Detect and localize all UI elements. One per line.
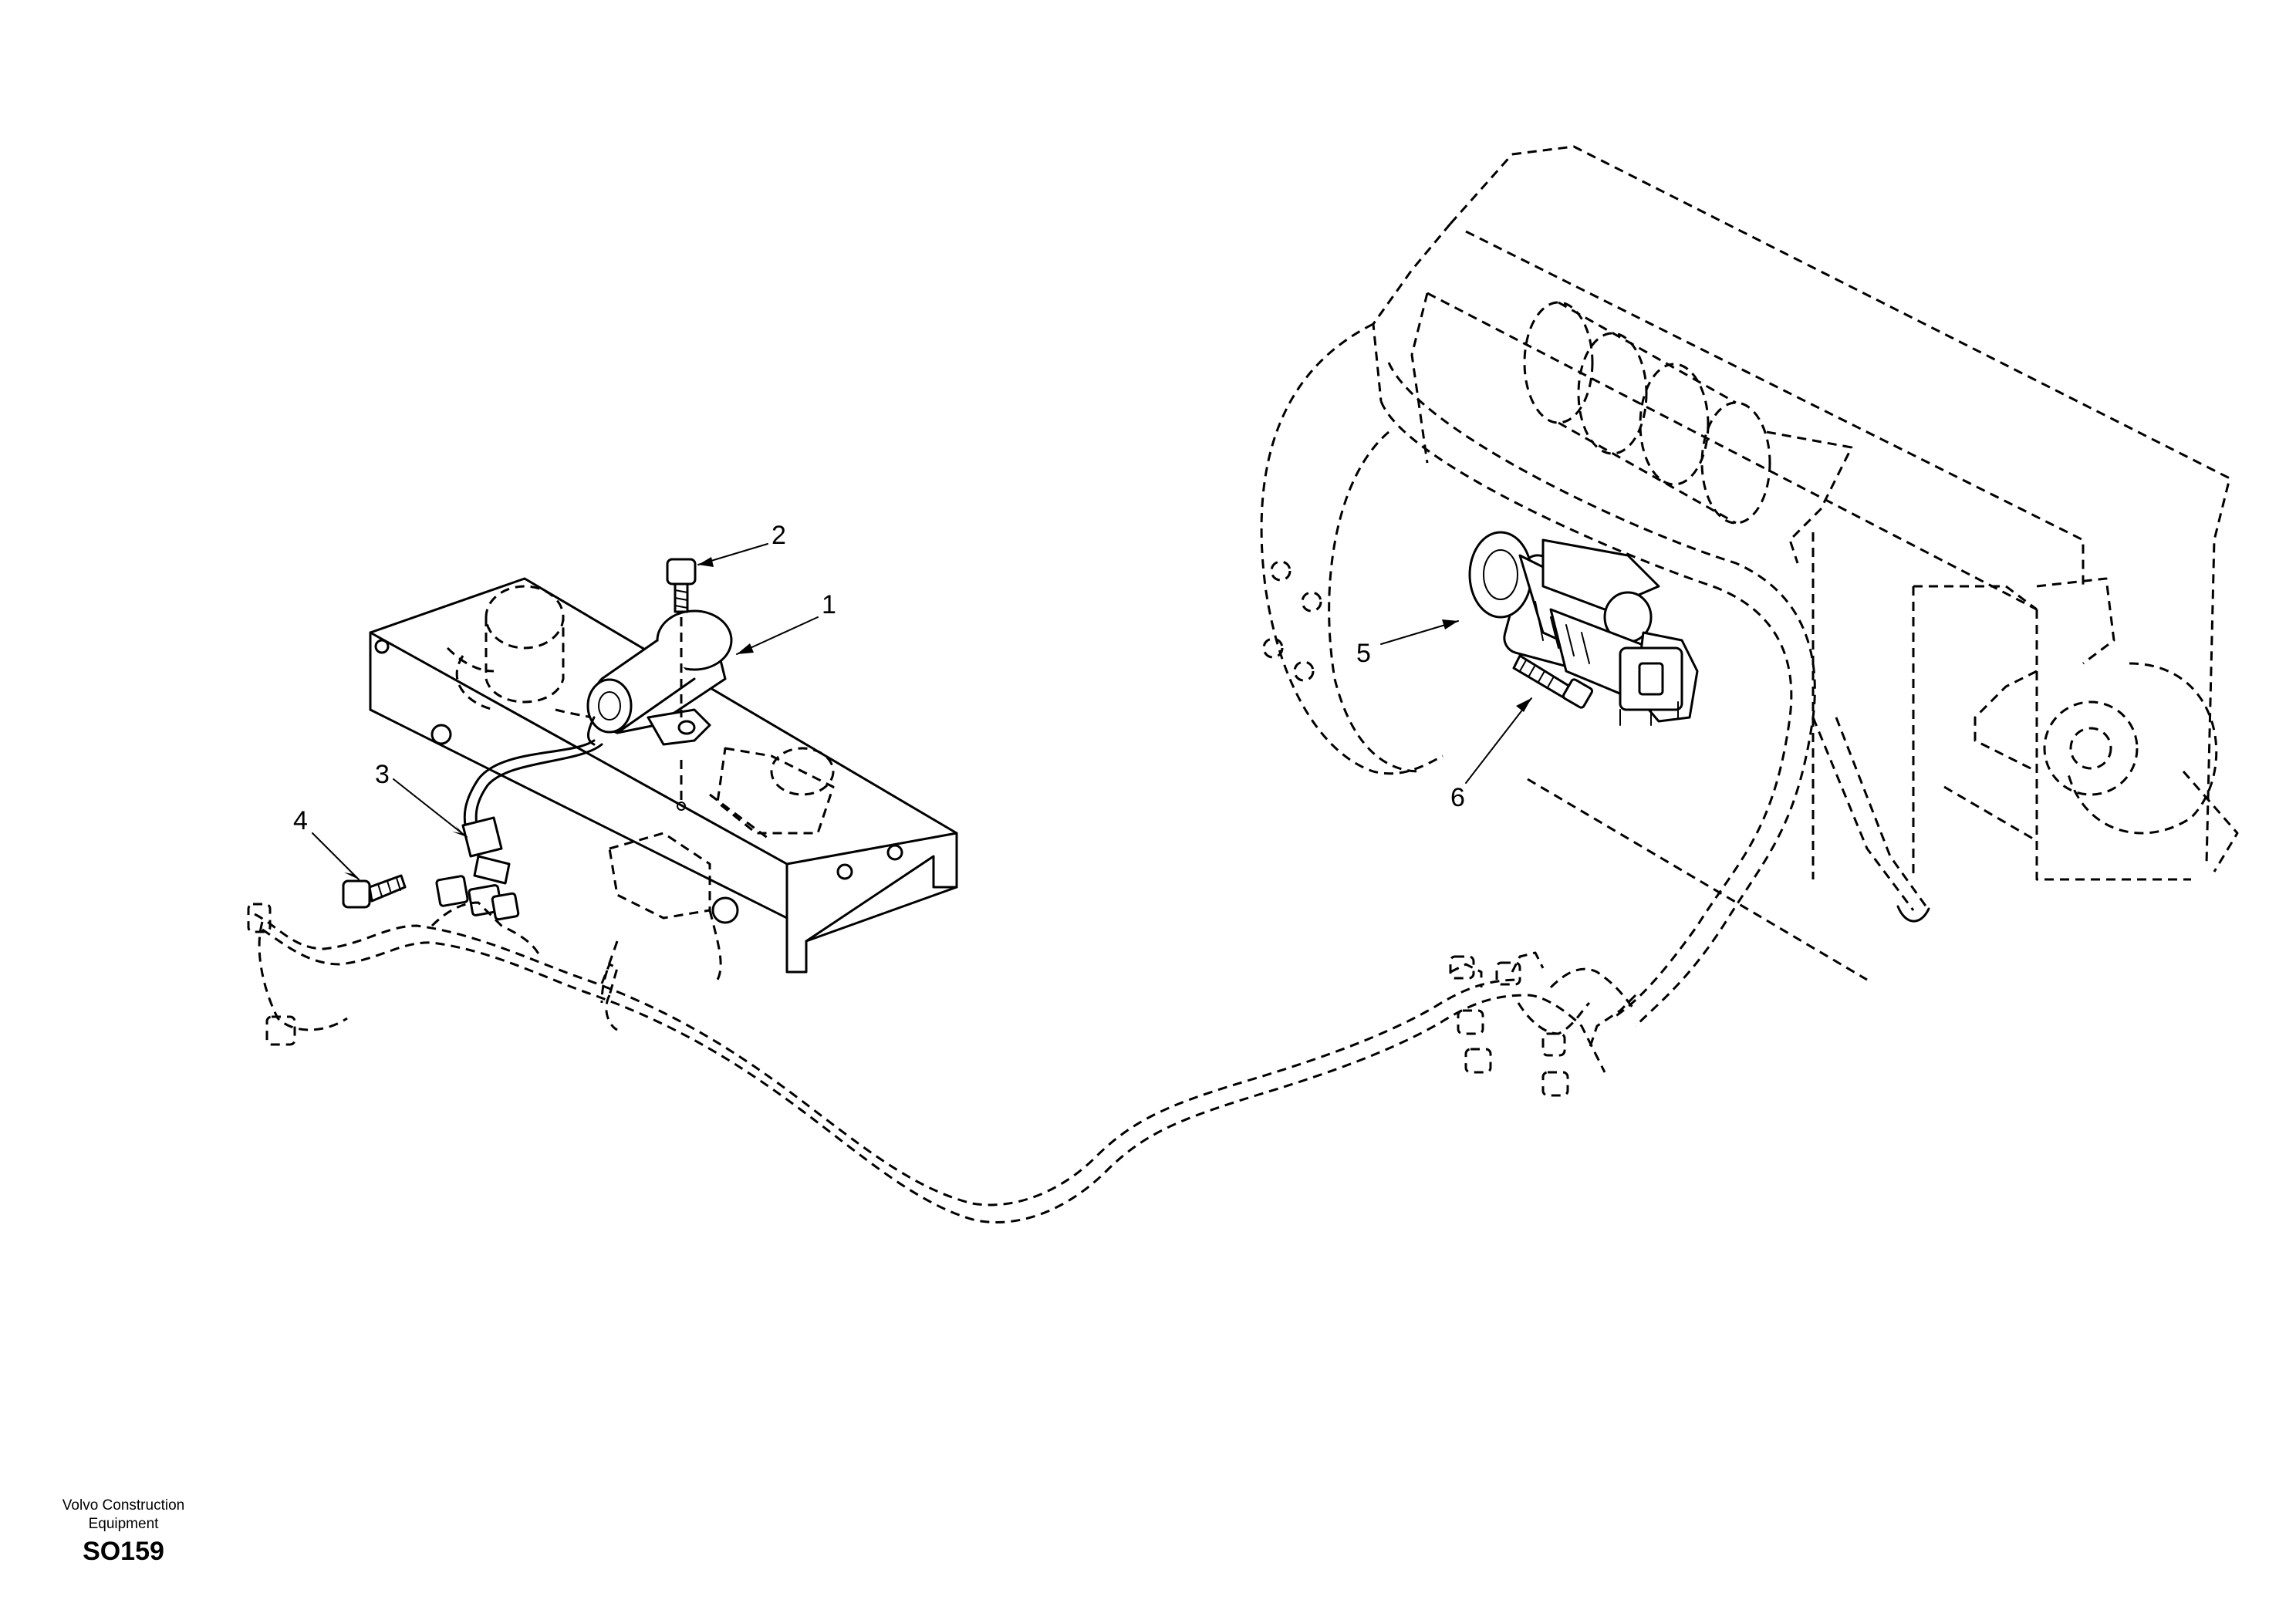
harness-connectors: [435, 875, 520, 921]
brand-line-1: Volvo Construction: [62, 1497, 185, 1514]
brand-line-2: Equipment: [88, 1516, 159, 1532]
callout-6: 6: [1450, 783, 1465, 812]
solenoid-relay: [586, 609, 733, 746]
leader-lines: [312, 543, 1532, 880]
engine-block: [1260, 145, 2239, 1028]
solenoid-screw: [666, 558, 697, 811]
callout-4: 4: [293, 806, 308, 835]
mounting-bolt: [342, 874, 407, 909]
wiring-harness: [247, 901, 1637, 1223]
solenoid-wire: [463, 739, 603, 836]
mounting-bracket: [369, 577, 958, 974]
starter-bolt: [1512, 654, 1594, 709]
callout-2: 2: [772, 521, 786, 550]
starter-motor: [1468, 531, 1699, 726]
footer: Volvo Construction Equipment SO159: [31, 1497, 216, 1567]
callout-5: 5: [1356, 639, 1371, 668]
callout-1: 1: [822, 590, 836, 619]
callout-3: 3: [375, 760, 390, 789]
cable-clip: [461, 816, 511, 885]
callout-numbers: 1 2 3 4 5 6: [293, 521, 1465, 835]
diagram-code: SO159: [83, 1537, 164, 1566]
